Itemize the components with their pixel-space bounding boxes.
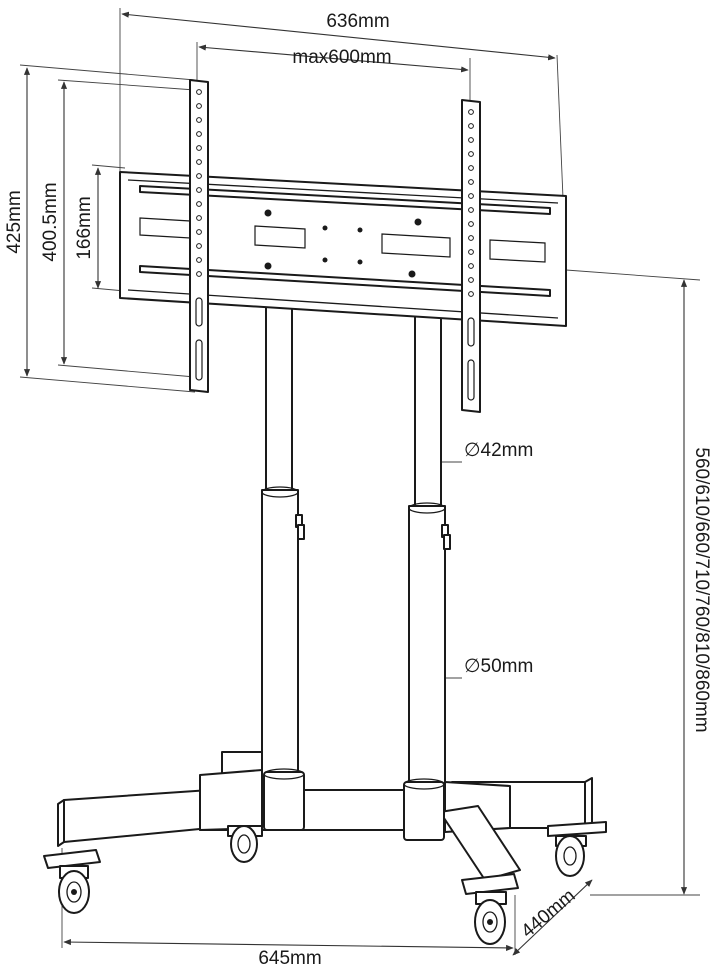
caster-front-right [461, 873, 519, 945]
label-pole-upper: ∅42mm [464, 440, 533, 461]
left-lower-pole [261, 489, 299, 781]
caster-back-left [227, 825, 263, 863]
right-upper-pole [414, 314, 442, 516]
base [57, 751, 593, 881]
poles [261, 299, 451, 792]
label-height-plate: 166mm [74, 196, 95, 259]
label-base-width: 645mm [258, 948, 321, 969]
vesa-arm-left [189, 79, 209, 393]
label-width-max: max600mm [292, 47, 391, 68]
label-height-bracket: 425mm [4, 190, 25, 253]
label-height-range: 560/610/660/710/760/810/860mm [691, 447, 712, 732]
label-pole-lower: ∅50mm [464, 656, 533, 677]
label-height-vesa: 400.5mm [40, 182, 61, 261]
label-width-total: 636mm [326, 11, 389, 32]
left-upper-pole [265, 299, 293, 501]
mounting-plate [119, 171, 567, 327]
caster-front-left [43, 849, 101, 914]
caster-back-right [547, 821, 607, 877]
label-base-depth: 440mm [517, 885, 579, 942]
right-lower-pole [408, 505, 446, 792]
dimension-lines [19, 8, 701, 956]
vesa-arm-right [461, 99, 481, 413]
